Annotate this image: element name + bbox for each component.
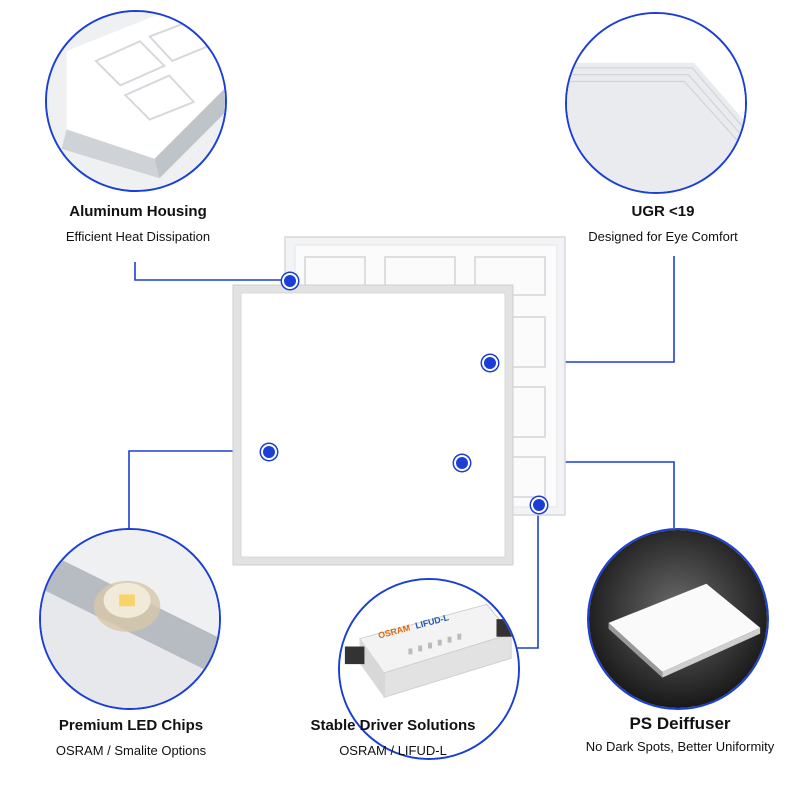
led-panel-product — [232, 236, 566, 566]
led-chip-closeup — [39, 528, 221, 710]
diffuser-label: PS Deiffuser No Dark Spots, Better Unifo… — [565, 714, 795, 756]
diffuser-title: PS Deiffuser — [629, 714, 731, 733]
led-label: Premium LED Chips OSRAM / Smalite Option… — [38, 716, 224, 760]
ugr-title: UGR <19 — [631, 203, 695, 220]
ugr-subtitle: Designed for Eye Comfort — [588, 229, 738, 244]
diffuser-closeup — [587, 528, 769, 710]
housing-title: Aluminum Housing — [69, 203, 207, 220]
led-subtitle: OSRAM / Smalite Options — [55, 743, 207, 758]
front-panel — [232, 284, 514, 566]
hotspot-housing[interactable] — [282, 273, 298, 289]
hotspot-diffuser[interactable] — [454, 455, 470, 471]
hotspot-ugr[interactable] — [482, 355, 498, 371]
housing-closeup — [45, 10, 227, 192]
housing-label: Aluminum Housing Efficient Heat Dissipat… — [48, 202, 228, 246]
hotspot-driver[interactable] — [531, 497, 547, 513]
hotspot-led[interactable] — [261, 444, 277, 460]
driver-label: Stable Driver Solutions OSRAM / LIFUD-L — [300, 716, 486, 760]
ugr-label: UGR <19 Designed for Eye Comfort — [568, 202, 758, 246]
housing-subtitle: Efficient Heat Dissipation — [65, 229, 211, 244]
diffuser-subtitle: No Dark Spots, Better Uniformity — [585, 739, 775, 754]
led-title: Premium LED Chips — [58, 717, 204, 734]
driver-closeup: OSRAM LIFUD-L — [338, 578, 520, 760]
driver-subtitle: OSRAM / LIFUD-L — [339, 743, 447, 758]
driver-title: Stable Driver Solutions — [310, 717, 476, 734]
ugr-closeup — [565, 12, 747, 194]
